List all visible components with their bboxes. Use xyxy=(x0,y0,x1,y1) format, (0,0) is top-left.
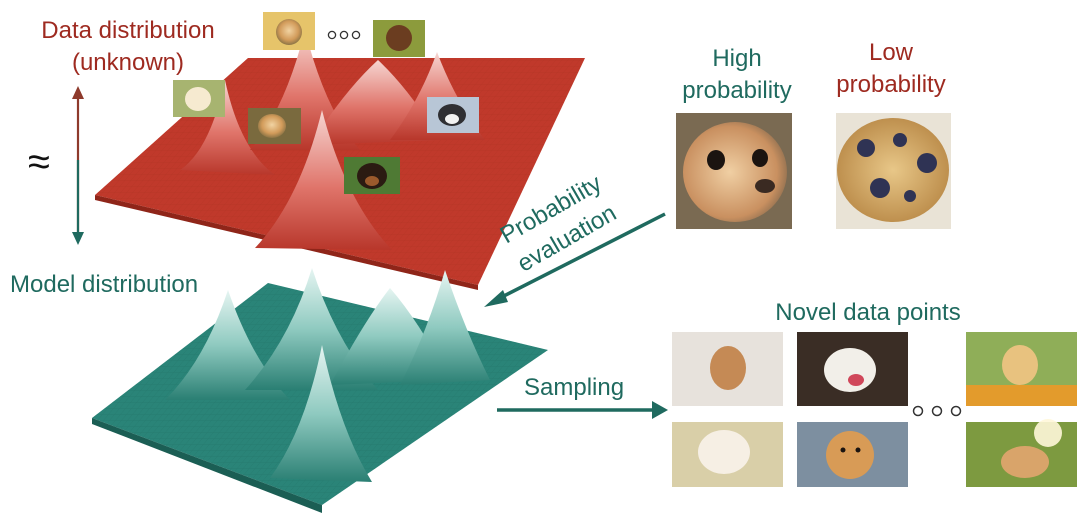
model-distribution-label: Model distribution xyxy=(10,271,199,298)
data-peak xyxy=(255,110,392,250)
ellipsis-dots xyxy=(327,30,361,40)
novel-dog-photo xyxy=(966,332,1077,406)
unknown-label: (unknown) xyxy=(71,49,185,76)
dog-thumbnail xyxy=(263,12,315,50)
dog-thumbnail xyxy=(344,157,400,194)
dog-thumbnail xyxy=(248,108,301,144)
data-peak xyxy=(180,80,275,175)
dog-thumbnail xyxy=(427,97,479,133)
novel-dog-photo xyxy=(672,332,783,406)
dog-thumbnail xyxy=(173,80,225,117)
low-label: Low xyxy=(868,39,914,66)
sampling-arrow xyxy=(497,401,668,419)
blueberry-muffin-photo xyxy=(836,113,951,229)
approx-symbol: ≈ xyxy=(28,140,50,184)
dog-thumbnail xyxy=(373,20,425,57)
high-label: High xyxy=(712,45,762,72)
model-peak xyxy=(400,270,490,385)
probability-evaluation-arrow xyxy=(484,212,666,307)
high-probability-label: probability xyxy=(682,77,792,104)
data-distribution-label: Data distribution xyxy=(41,17,215,44)
novel-dog-photo xyxy=(966,419,1077,487)
approx-double-arrow xyxy=(72,86,84,245)
ellipsis-dots xyxy=(912,405,962,417)
novel-data-points-label: Novel data points xyxy=(775,299,961,326)
novel-dog-photo xyxy=(797,332,908,406)
novel-dog-photo xyxy=(797,422,908,487)
novel-dog-photo xyxy=(672,422,783,487)
chihuahua-photo xyxy=(676,113,792,229)
model-distribution-surface xyxy=(92,268,548,513)
model-peak xyxy=(270,345,372,482)
sampling-label: Sampling xyxy=(524,374,625,401)
low-probability-label: probability xyxy=(836,71,946,98)
model-peak xyxy=(165,290,290,400)
